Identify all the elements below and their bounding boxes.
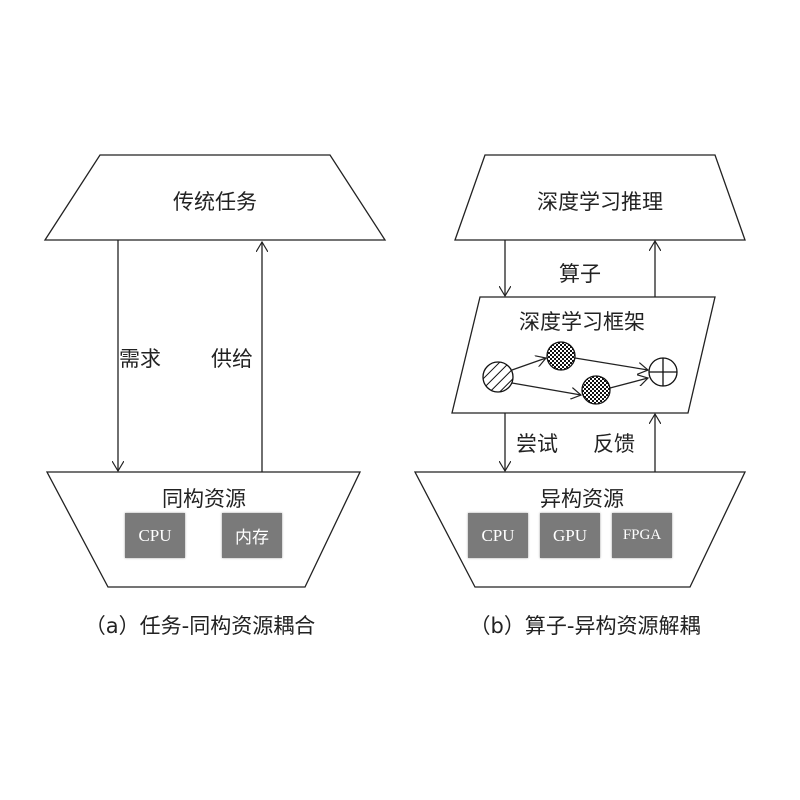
caption-a: （a）任务-同构资源耦合	[84, 614, 316, 638]
supply-label: 供给	[211, 347, 253, 371]
resource-box-gpu: GPU	[540, 513, 600, 558]
task-trapezoid-left	[43, 154, 387, 241]
resource-trapezoid-left	[45, 471, 362, 588]
operator-label: 算子	[559, 262, 601, 286]
task-label-right: 深度学习推理	[537, 190, 663, 214]
caption-b: （b）算子-异构资源解耦	[469, 614, 701, 638]
resource-trapezoid-right	[413, 471, 747, 588]
framework-label: 深度学习框架	[519, 310, 645, 334]
framework-parallelogram	[451, 296, 716, 414]
add-node-icon	[648, 357, 678, 387]
resource-label-left: 同构资源	[162, 487, 246, 511]
op-node-icon	[581, 375, 611, 405]
try-label: 尝试	[516, 432, 558, 456]
resource-box-cpu: CPU	[125, 513, 185, 558]
resource-box-memory: 内存	[222, 513, 282, 558]
task-trapezoid-right	[454, 154, 746, 241]
feedback-label: 反馈	[593, 432, 635, 456]
op-node-icon	[546, 341, 576, 371]
demand-label: 需求	[119, 347, 161, 371]
resource-label-right: 异构资源	[540, 487, 624, 511]
input-node-icon	[482, 361, 514, 393]
resource-box-fpga: FPGA	[612, 513, 672, 558]
task-label-left: 传统任务	[173, 190, 257, 214]
resource-box-cpu: CPU	[468, 513, 528, 558]
